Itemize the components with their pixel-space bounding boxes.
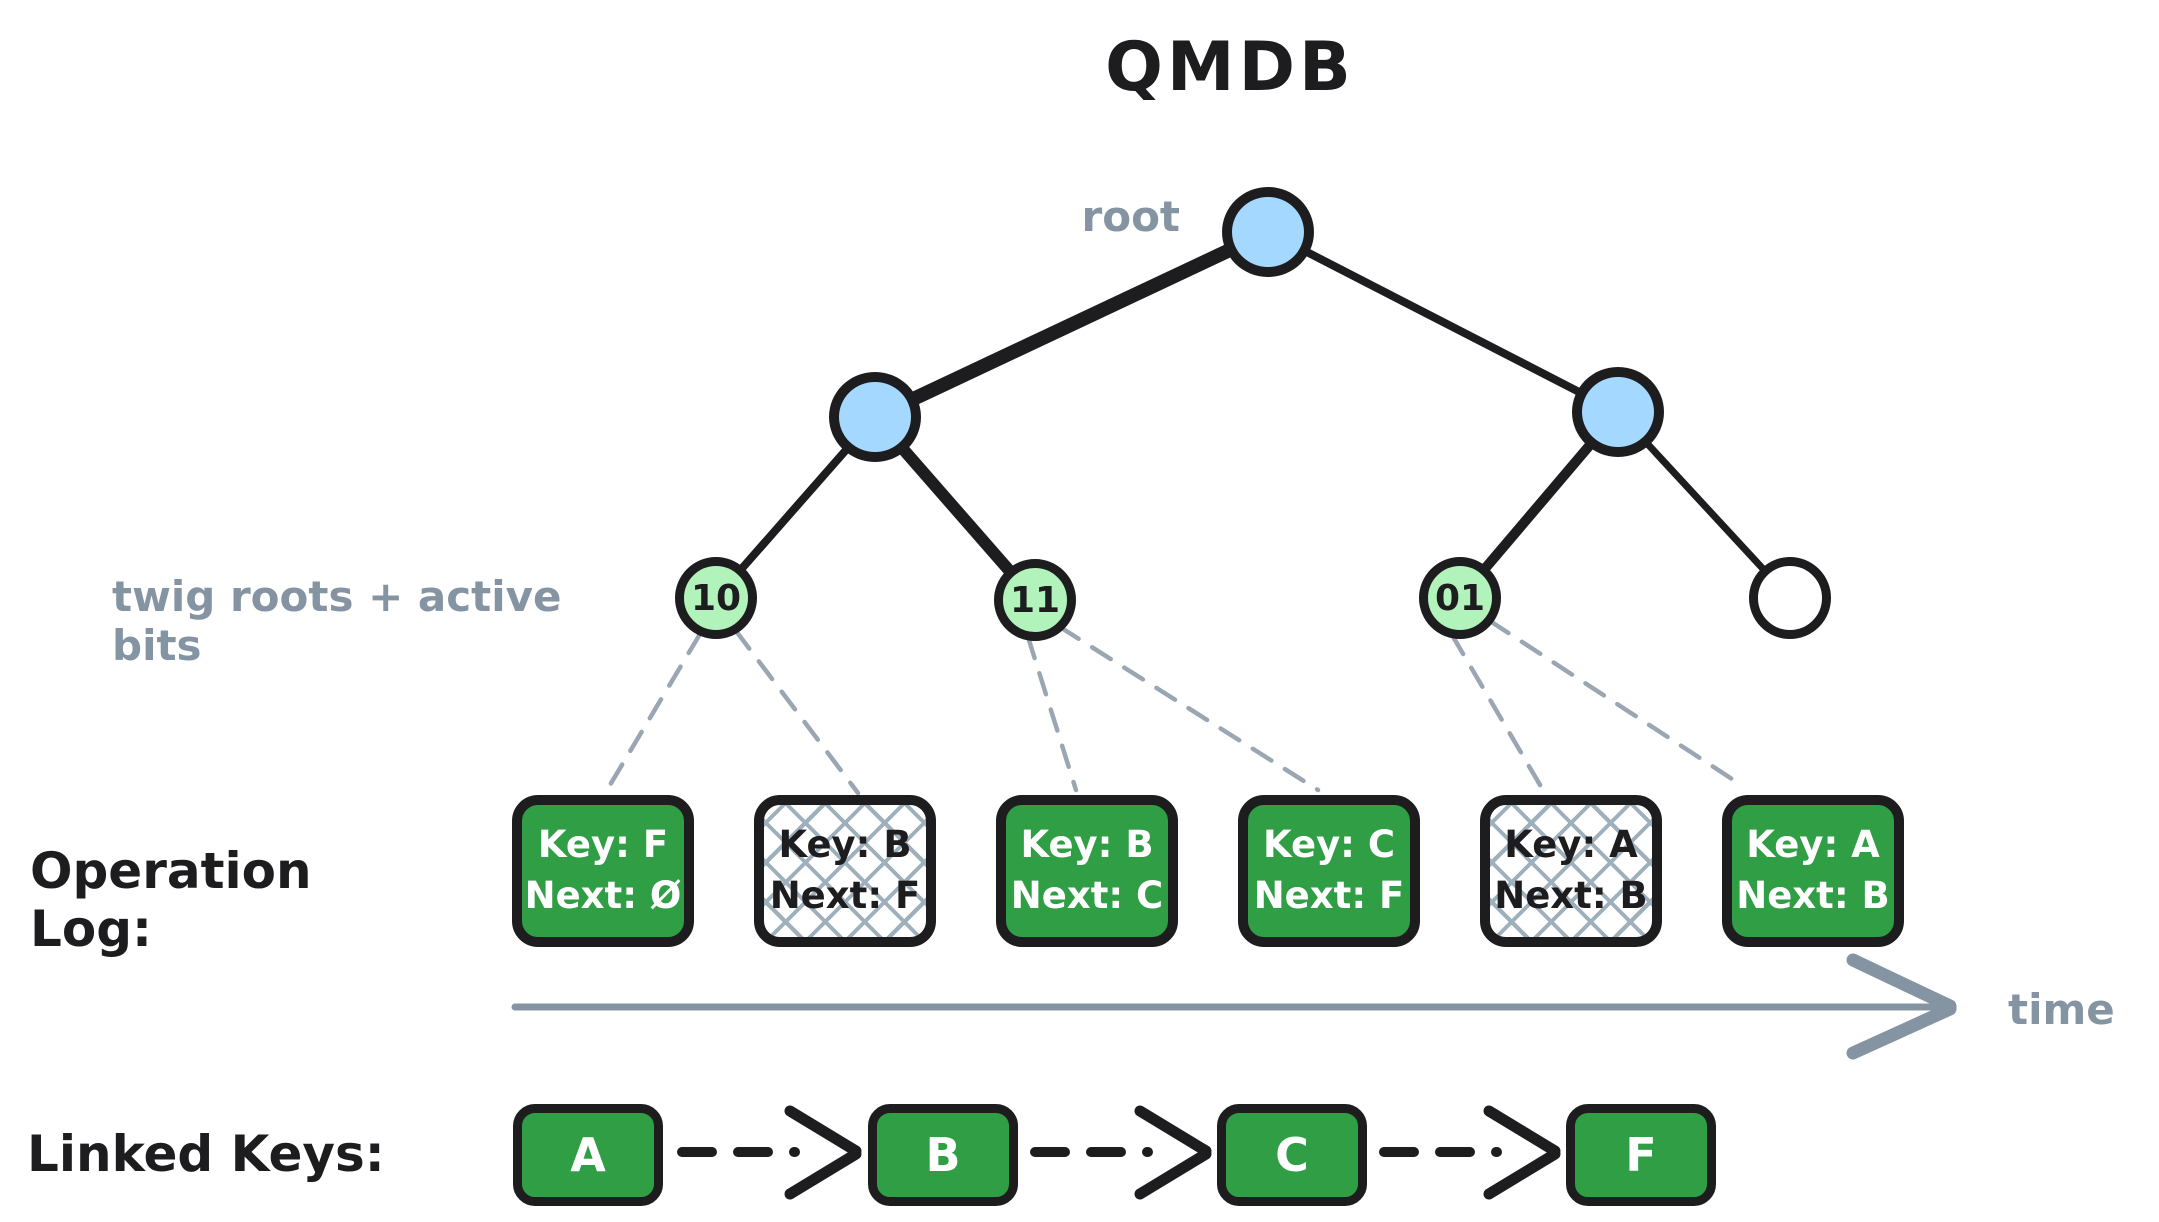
linked-keys-label: Linked Keys: (27, 1125, 385, 1183)
twig-link-10-entry2 (733, 628, 861, 796)
tree-edge-root-right (1264, 228, 1622, 416)
operation-log-label: Operation Log: (30, 842, 312, 958)
oplog-entry-3: Key: B Next: C (996, 795, 1178, 947)
tree-edge-root-left (868, 225, 1275, 424)
oplog-entry-2-next: Next: F (769, 874, 921, 917)
twig-node-11: 11 (994, 559, 1076, 641)
oplog-entry-3-key: Key: B (1020, 823, 1154, 867)
time-arrow (511, 953, 1957, 1060)
diagram-title: QMDB (1105, 28, 1355, 107)
linked-key-b: B (868, 1104, 1018, 1206)
twig-link-01-entry6 (1487, 618, 1735, 782)
internal-node-left (829, 372, 921, 462)
linked-key-f: F (1566, 1104, 1716, 1206)
linked-arrowhead-a-b-top (784, 1105, 862, 1157)
oplog-entry-2-key: Key: B (778, 823, 912, 867)
linked-key-c: C (1217, 1104, 1367, 1206)
twig-node-01-label: 01 (1434, 577, 1486, 619)
linked-arrowhead-b-c-top (1134, 1105, 1212, 1157)
linked-arrowhead-c-f-top (1483, 1105, 1561, 1157)
oplog-entry-1-key: Key: F (537, 823, 669, 867)
twig-node-11-label: 11 (1009, 579, 1061, 621)
twig-node-10-label: 10 (690, 577, 742, 619)
root-node (1222, 187, 1314, 277)
linked-key-a: A (513, 1104, 663, 1206)
internal-node-right (1572, 367, 1664, 457)
linked-key-c-label: C (1275, 1128, 1309, 1182)
twig-link-01-entry5 (1449, 632, 1546, 793)
twig-node-10: 10 (675, 557, 757, 639)
oplog-entry-6: Key: A Next: B (1722, 795, 1904, 947)
twig-node-empty (1749, 557, 1831, 639)
oplog-entry-5: Key: A Next: B (1480, 795, 1662, 947)
linked-arrowhead-c-f-bottom (1483, 1148, 1561, 1200)
oplog-entry-2: Key: B Next: F (754, 795, 936, 947)
root-node-label: root (1081, 192, 1181, 241)
linked-key-f-label: F (1625, 1128, 1657, 1182)
linked-key-b-label: B (925, 1128, 961, 1182)
twig-link-11-entry4 (1057, 624, 1321, 793)
oplog-entry-1-next: Next: Ø (524, 874, 682, 917)
twig-link-11-entry3 (1025, 634, 1079, 793)
oplog-entry-4-key: Key: C (1262, 823, 1396, 867)
twig-node-01: 01 (1419, 557, 1501, 639)
oplog-entry-4-next: Next: F (1253, 874, 1405, 917)
linked-arrowhead-a-b-bottom (784, 1148, 862, 1200)
linked-arrowhead-b-c-bottom (1134, 1148, 1212, 1200)
oplog-entry-5-key: Key: A (1504, 823, 1638, 867)
oplog-entry-6-key: Key: A (1746, 823, 1880, 867)
oplog-entry-6-next: Next: B (1736, 874, 1890, 917)
linked-key-a-label: A (570, 1128, 606, 1182)
oplog-entry-1: Key: F Next: Ø (512, 795, 694, 947)
oplog-entry-5-next: Next: B (1494, 874, 1648, 917)
oplog-entry-4: Key: C Next: F (1238, 795, 1420, 947)
twig-roots-caption: twig roots + active bits (112, 572, 562, 670)
oplog-entry-3-next: Next: C (1010, 874, 1164, 917)
time-axis-label: time (2008, 985, 2115, 1034)
twig-link-10-entry1 (604, 631, 703, 793)
